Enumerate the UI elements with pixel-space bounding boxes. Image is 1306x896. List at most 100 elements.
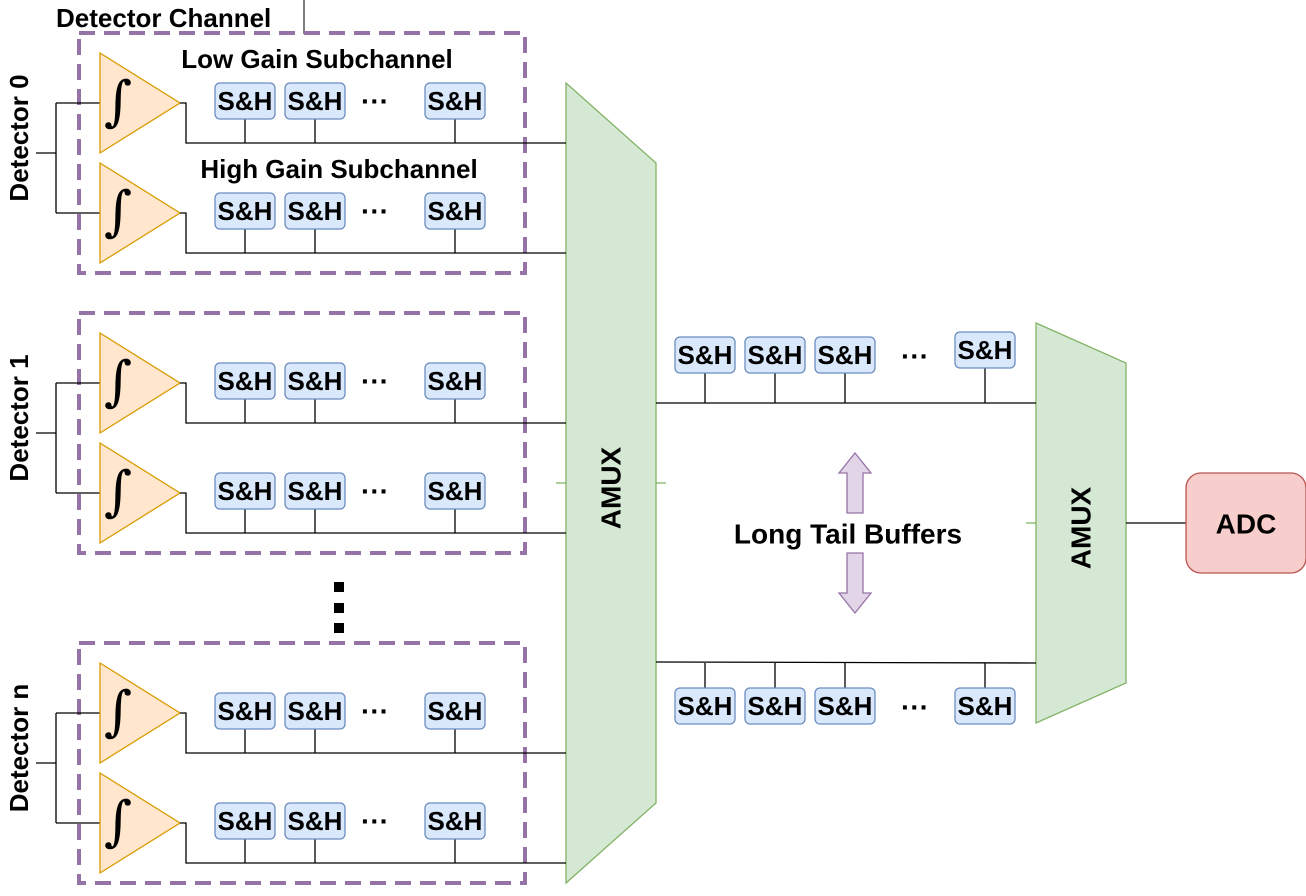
sh-box: [814, 336, 876, 374]
sh-ellipsis: ···: [361, 366, 389, 397]
sh-label: S&H: [428, 366, 483, 396]
sh-box: [284, 472, 346, 510]
sh-box: [214, 362, 276, 400]
integral-icon: ∫: [104, 350, 132, 413]
sample-hold-cell: S&H: [284, 362, 346, 400]
sh-box: [954, 687, 1016, 725]
sh-box: [284, 362, 346, 400]
long-tail-buffer-cell: S&H: [674, 687, 736, 725]
integrator-amplifier: [99, 331, 182, 435]
sample-hold-cell: S&H: [424, 692, 486, 730]
adc-block: [1185, 472, 1306, 574]
sh-box: [744, 687, 806, 725]
sample-hold-cell: S&H: [214, 362, 276, 400]
long-tail-buffer-cell: S&H: [814, 687, 876, 725]
subchannel-output-wire: [180, 212, 566, 254]
integrator-amplifier: [99, 441, 182, 545]
sh-box: [424, 82, 486, 120]
sh-label: S&H: [218, 476, 273, 506]
sh-label: S&H: [288, 86, 343, 116]
sh-box: [954, 331, 1016, 369]
sample-hold-cell: S&H: [284, 692, 346, 730]
lower-buffer-bus: [655, 661, 1037, 664]
amux-second: [1035, 321, 1127, 725]
subchannel-output-wire: [180, 822, 566, 864]
amux-main-label: AMUX: [596, 446, 627, 529]
sh-label: S&H: [218, 806, 273, 836]
integral-icon: ∫: [104, 460, 132, 523]
sh-box: [284, 692, 346, 730]
sh-ellipsis: ···: [361, 476, 389, 507]
sh-label: S&H: [958, 335, 1013, 365]
sample-hold-cell: S&H: [284, 472, 346, 510]
sh-label: S&H: [678, 340, 733, 370]
detector-channel-group: [77, 311, 527, 555]
sh-label: S&H: [428, 196, 483, 226]
detector-channel-group: [77, 31, 527, 275]
amux-main: [565, 81, 657, 885]
sh-label: S&H: [218, 196, 273, 226]
sh-ellipsis: ···: [361, 806, 389, 837]
sh-box: [424, 192, 486, 230]
sh-box: [424, 362, 486, 400]
sh-label: S&H: [818, 340, 873, 370]
sh-box: [214, 82, 276, 120]
subchannel-output-wire: [180, 492, 566, 534]
detector-label: Detector 0: [4, 74, 34, 201]
integral-icon: ∫: [104, 680, 132, 743]
integral-icon: ∫: [104, 180, 132, 243]
sample-hold-cell: S&H: [284, 802, 346, 840]
sh-label: S&H: [428, 696, 483, 726]
sh-label: S&H: [818, 691, 873, 721]
vertical-ellipsis: [334, 582, 344, 633]
sh-label: S&H: [678, 691, 733, 721]
sh-label: S&H: [218, 86, 273, 116]
sh-label: S&H: [218, 696, 273, 726]
sh-label: S&H: [288, 696, 343, 726]
low-gain-subchannel-label: Low Gain Subchannel: [181, 44, 453, 74]
sh-label: S&H: [958, 691, 1013, 721]
detector-channel-title: Detector Channel: [56, 3, 271, 33]
sh-label: S&H: [218, 366, 273, 396]
sample-hold-cell: S&H: [214, 192, 276, 230]
subchannel-output-wire: [180, 382, 566, 424]
integrator-amplifier: [99, 51, 182, 155]
detector-label: Detector 1: [4, 354, 34, 481]
detector-channel-group: [77, 641, 527, 885]
long-tail-buffer-cell: S&H: [954, 331, 1016, 369]
high-gain-subchannel-label: High Gain Subchannel: [200, 154, 477, 184]
buffer-ellipsis: ···: [901, 341, 929, 372]
sample-hold-cell: S&H: [424, 362, 486, 400]
sh-label: S&H: [748, 340, 803, 370]
sample-hold-cell: S&H: [424, 802, 486, 840]
long-tail-buffers-label: Long Tail Buffers: [734, 519, 962, 550]
sample-hold-cell: S&H: [284, 82, 346, 120]
sh-box: [284, 802, 346, 840]
integrator-amplifier: [99, 661, 182, 765]
sh-box: [674, 687, 736, 725]
subchannel-output-wire: [180, 712, 566, 754]
sample-hold-cell: S&H: [424, 82, 486, 120]
subchannel-output-wire: [180, 102, 566, 144]
adc-label: ADC: [1216, 509, 1277, 540]
sh-label: S&H: [288, 196, 343, 226]
integrator-amplifier: [99, 771, 182, 875]
sh-box: [744, 336, 806, 374]
sh-box: [214, 472, 276, 510]
amux-second-label: AMUX: [1066, 486, 1097, 569]
integral-icon: ∫: [104, 70, 132, 133]
sample-hold-cell: S&H: [284, 192, 346, 230]
long-tail-buffer-cell: S&H: [954, 687, 1016, 725]
sh-box: [424, 802, 486, 840]
sh-label: S&H: [428, 806, 483, 836]
long-tail-buffer-cell: S&H: [814, 336, 876, 374]
sh-box: [214, 192, 276, 230]
sample-hold-cell: S&H: [214, 472, 276, 510]
long-tail-buffer-cell: S&H: [744, 687, 806, 725]
sh-label: S&H: [748, 691, 803, 721]
dynamic-layer: Detector 0 ∫ S&H S&H S&H ··· ∫ S&H S&H S&H ··· Low …: [4, 31, 1016, 885]
detector-label: Detector n: [4, 684, 34, 813]
sh-box: [814, 687, 876, 725]
long-tail-buffer-cell: S&H: [674, 336, 736, 374]
